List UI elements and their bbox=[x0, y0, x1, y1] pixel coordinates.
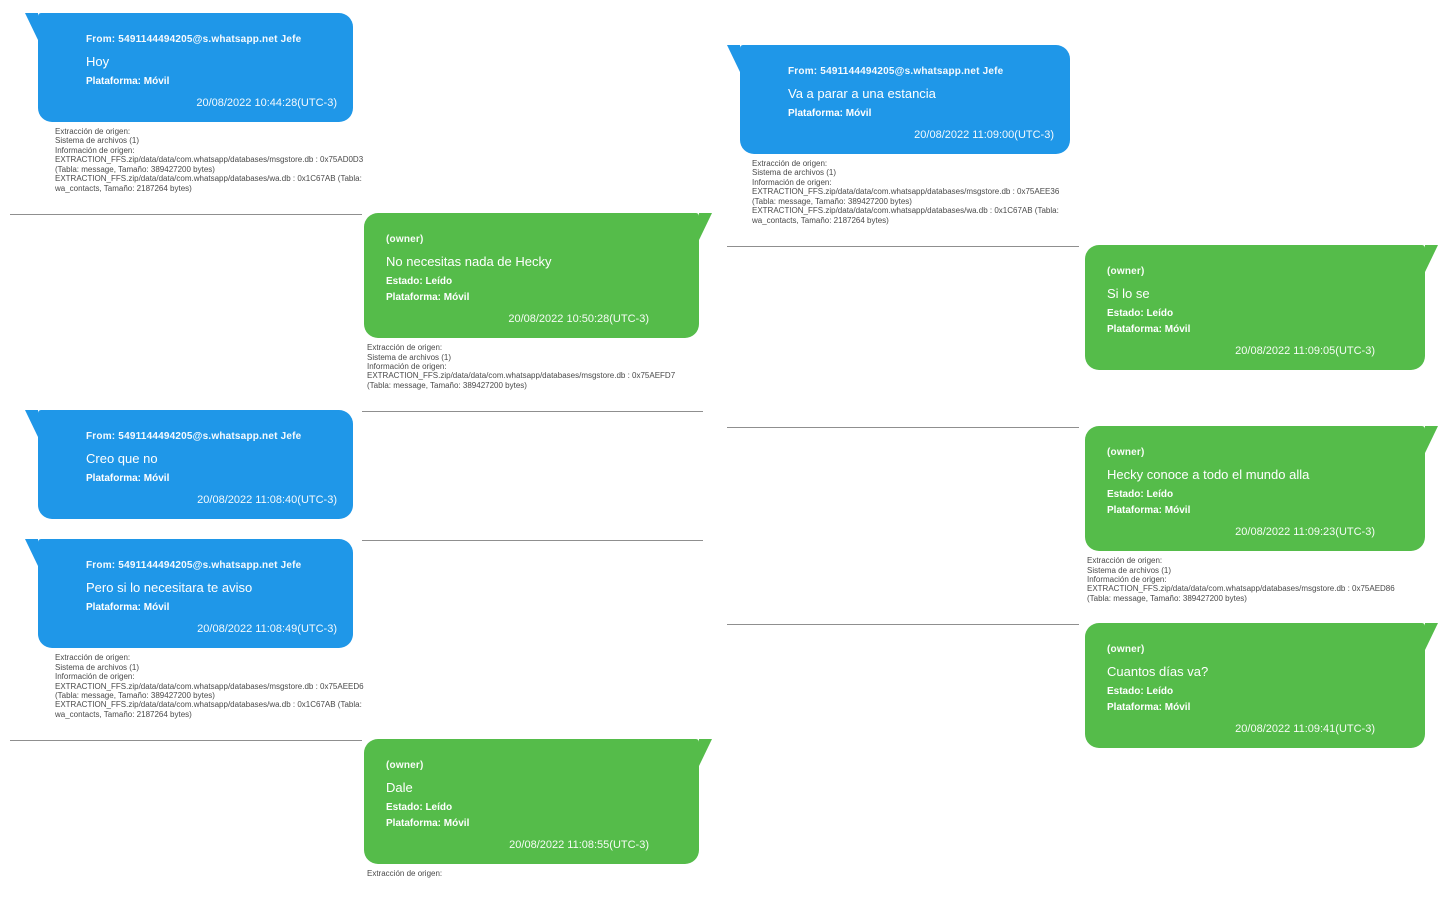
message-row: (owner) Si lo se Estado: Leído Plataform… bbox=[727, 245, 1438, 371]
extraction-metadata: Extracción de origen: Sistema de archivo… bbox=[1087, 556, 1395, 603]
message-separator-line bbox=[10, 214, 362, 216]
message-separator-line bbox=[727, 624, 1079, 626]
message-timestamp: 20/08/2022 11:09:00(UTC-3) bbox=[914, 129, 1054, 141]
message-timestamp: 20/08/2022 10:44:28(UTC-3) bbox=[196, 97, 337, 109]
message-status: Estado: Leído bbox=[1107, 308, 1174, 320]
chat-column-left: From: 5491144494205@s.whatsapp.net Jefe … bbox=[10, 0, 712, 899]
bubble-tail-icon bbox=[1425, 245, 1438, 273]
message-sender: From: 5491144494205@s.whatsapp.net Jefe bbox=[86, 34, 302, 45]
message-body: Hecky conoce a todo el mundo alla bbox=[1107, 467, 1310, 483]
message-platform: Plataforma: Móvil bbox=[86, 76, 170, 87]
message-sender: (owner) bbox=[386, 234, 424, 246]
message-separator-line bbox=[362, 540, 703, 542]
message-sender: (owner) bbox=[386, 760, 424, 772]
message-sender: From: 5491144494205@s.whatsapp.net Jefe bbox=[86, 431, 302, 443]
message-row: (owner) Dale Estado: Leído Plataforma: M… bbox=[10, 739, 712, 879]
message-platform: Plataforma: Móvil bbox=[86, 473, 170, 485]
bubble-tail-icon bbox=[1425, 426, 1438, 454]
chat-bubble[interactable]: (owner) Dale Estado: Leído Plataforma: M… bbox=[364, 739, 712, 865]
message-body: Hoy bbox=[86, 54, 110, 69]
message-timestamp: 20/08/2022 11:09:23(UTC-3) bbox=[1235, 526, 1375, 539]
extraction-metadata: Extracción de origen: Sistema de archivo… bbox=[752, 159, 1060, 225]
message-status: Estado: Leído bbox=[386, 276, 453, 288]
message-timestamp: 20/08/2022 11:09:05(UTC-3) bbox=[1235, 345, 1375, 358]
message-body: Si lo se bbox=[1107, 286, 1150, 302]
message-body: Va a parar a una estancia bbox=[788, 86, 936, 101]
message-separator-line bbox=[10, 740, 362, 742]
chat-column-right: From: 5491144494205@s.whatsapp.net Jefe … bbox=[727, 0, 1438, 804]
chat-bubble[interactable]: From: 5491144494205@s.whatsapp.net Jefe … bbox=[25, 13, 353, 122]
chat-bubble[interactable]: (owner) Cuantos días va? Estado: Leído P… bbox=[1085, 623, 1438, 749]
message-platform: Plataforma: Móvil bbox=[788, 108, 872, 119]
message-separator-line bbox=[362, 411, 703, 413]
message-row: From: 5491144494205@s.whatsapp.net Jefe … bbox=[727, 45, 1427, 225]
message-sender: From: 5491144494205@s.whatsapp.net Jefe bbox=[86, 560, 302, 572]
bubble-tail-icon bbox=[25, 410, 38, 438]
message-timestamp: 20/08/2022 11:09:41(UTC-3) bbox=[1235, 723, 1375, 736]
message-timestamp: 20/08/2022 11:08:49(UTC-3) bbox=[197, 623, 337, 636]
message-timestamp: 20/08/2022 11:08:55(UTC-3) bbox=[509, 839, 649, 852]
bubble-tail-icon bbox=[25, 13, 38, 40]
extraction-metadata: Extracción de origen: Sistema de archivo… bbox=[367, 343, 676, 390]
message-sender: (owner) bbox=[1107, 447, 1145, 459]
message-body: Pero si lo necesitara te aviso bbox=[86, 580, 253, 596]
extraction-metadata: Extracción de origen: bbox=[367, 869, 443, 879]
message-platform: Plataforma: Móvil bbox=[86, 602, 170, 614]
message-platform: Plataforma: Móvil bbox=[1107, 702, 1191, 714]
message-separator-line bbox=[727, 246, 1079, 248]
message-body: Dale bbox=[386, 780, 413, 796]
bubble-tail-icon bbox=[699, 213, 712, 241]
chat-bubble[interactable]: From: 5491144494205@s.whatsapp.net Jefe … bbox=[727, 45, 1070, 154]
message-status: Estado: Leído bbox=[386, 802, 453, 814]
message-sender: From: 5491144494205@s.whatsapp.net Jefe bbox=[788, 66, 1004, 77]
message-status: Estado: Leído bbox=[1107, 489, 1174, 501]
message-timestamp: 20/08/2022 11:08:40(UTC-3) bbox=[197, 494, 337, 507]
bubble-tail-icon bbox=[727, 45, 740, 72]
message-sender: (owner) bbox=[1107, 644, 1145, 656]
message-row: From: 5491144494205@s.whatsapp.net Jefe … bbox=[10, 13, 707, 193]
message-row: From: 5491144494205@s.whatsapp.net Jefe … bbox=[10, 539, 707, 719]
message-body: Creo que no bbox=[86, 451, 158, 467]
message-separator-line bbox=[727, 427, 1079, 429]
message-platform: Plataforma: Móvil bbox=[386, 818, 470, 830]
bubble-tail-icon bbox=[25, 539, 38, 567]
message-row: (owner) No necesitas nada de Hecky Estad… bbox=[10, 213, 712, 390]
chat-bubble[interactable]: (owner) No necesitas nada de Hecky Estad… bbox=[364, 213, 712, 339]
message-platform: Plataforma: Móvil bbox=[1107, 505, 1191, 517]
message-row: From: 5491144494205@s.whatsapp.net Jefe … bbox=[10, 410, 707, 520]
extraction-metadata: Extracción de origen: Sistema de archivo… bbox=[55, 653, 364, 719]
message-platform: Plataforma: Móvil bbox=[1107, 324, 1191, 336]
message-body: No necesitas nada de Hecky bbox=[386, 254, 552, 270]
chat-bubble[interactable]: (owner) Si lo se Estado: Leído Plataform… bbox=[1085, 245, 1438, 371]
bubble-tail-icon bbox=[699, 739, 712, 767]
message-status: Estado: Leído bbox=[1107, 686, 1174, 698]
message-timestamp: 20/08/2022 10:50:28(UTC-3) bbox=[508, 313, 649, 326]
message-row: (owner) Hecky conoce a todo el mundo all… bbox=[727, 426, 1438, 603]
message-row: (owner) Cuantos días va? Estado: Leído P… bbox=[727, 623, 1438, 749]
chat-bubble[interactable]: (owner) Hecky conoce a todo el mundo all… bbox=[1085, 426, 1438, 552]
chat-bubble[interactable]: From: 5491144494205@s.whatsapp.net Jefe … bbox=[25, 410, 353, 520]
extraction-metadata: Extracción de origen: Sistema de archivo… bbox=[55, 127, 364, 193]
bubble-tail-icon bbox=[1425, 623, 1438, 651]
message-body: Cuantos días va? bbox=[1107, 664, 1209, 680]
chat-bubble[interactable]: From: 5491144494205@s.whatsapp.net Jefe … bbox=[25, 539, 353, 649]
forensic-chat-report-page: { "colors": { "incoming_bubble": "#1f97e… bbox=[10, 0, 1438, 879]
message-sender: (owner) bbox=[1107, 266, 1145, 278]
message-platform: Plataforma: Móvil bbox=[386, 292, 470, 304]
